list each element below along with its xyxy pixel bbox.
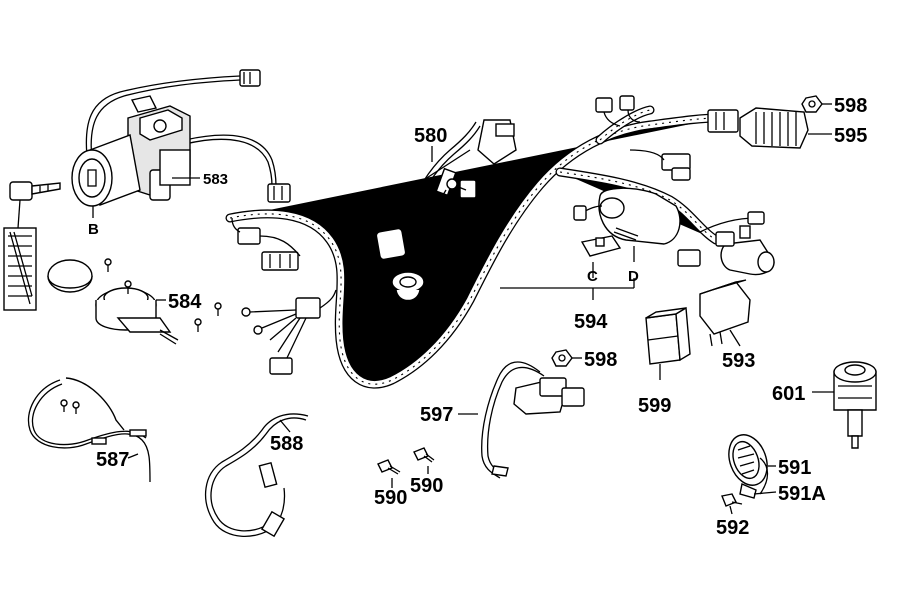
regulator-595: 595 <box>739 107 867 149</box>
cover-bracket-584: 584 <box>47 258 222 345</box>
screw-581: 581 <box>426 178 467 235</box>
label-597: 597 <box>420 404 453 426</box>
cable-588: 588 <box>204 413 309 538</box>
relay-599: 599 <box>638 306 691 417</box>
label-584: 584 <box>168 291 202 313</box>
main-wiring-harness: C D 594 <box>230 95 775 384</box>
label-590-left: 590 <box>374 487 407 509</box>
label-581: 581 <box>426 213 459 235</box>
screws-590: 590 590 <box>374 447 443 509</box>
nut-598-top: 598 <box>801 95 867 117</box>
label-595: 595 <box>834 125 867 147</box>
letter-d: D <box>628 268 639 285</box>
plug-cap-580: A 580 <box>373 119 517 302</box>
screw-592: 592 <box>716 493 749 539</box>
label-599: 599 <box>638 395 671 417</box>
label-601: 601 <box>772 383 805 405</box>
horn-591: 591 591A <box>728 434 826 505</box>
label-591a: 591A <box>778 483 826 505</box>
label-591: 591 <box>778 457 811 479</box>
label-590-right: 590 <box>410 475 443 497</box>
nut-598-mid: 598 <box>551 349 617 371</box>
label-598-top: 598 <box>834 95 867 117</box>
letter-c: C <box>587 268 598 285</box>
cable-587: 587 <box>27 377 151 483</box>
ignition-switch-583: 583 B <box>3 69 291 311</box>
label-594: 594 <box>574 311 608 333</box>
label-587: 587 <box>96 449 129 471</box>
letter-b: B <box>88 221 99 238</box>
sensor-601: 601 <box>772 361 877 449</box>
label-598-mid: 598 <box>584 349 617 371</box>
label-583: 583 <box>203 171 228 188</box>
label-593: 593 <box>722 350 755 372</box>
letter-a: A <box>420 237 431 254</box>
flasher-593: 593 <box>699 279 755 372</box>
label-580: 580 <box>414 125 447 147</box>
label-592: 592 <box>716 517 749 539</box>
label-588: 588 <box>270 433 303 455</box>
switch-597: 597 <box>420 361 585 479</box>
